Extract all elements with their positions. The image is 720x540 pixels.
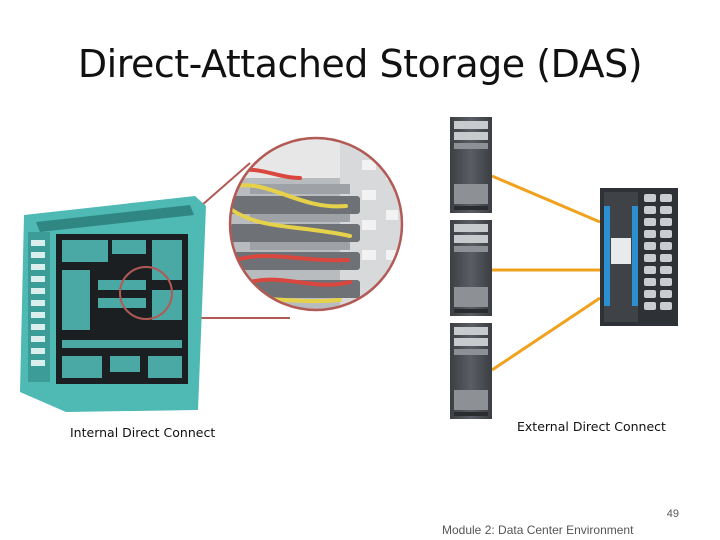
tower-pc-icon [20, 196, 206, 412]
zoom-source-circle [119, 266, 173, 320]
slide-footer: Module 2: Data Center Environment [442, 523, 634, 537]
direct-connect-cables [491, 174, 601, 372]
drive-bay-zoom [228, 136, 404, 312]
external-direct-connect-caption: External Direct Connect [517, 419, 666, 434]
page-number: 49 [666, 508, 679, 520]
rack-server-icon [450, 117, 492, 213]
storage-array-icon [600, 188, 678, 326]
rack-server-icon [450, 323, 492, 419]
slide-title: Direct-Attached Storage (DAS) [77, 42, 643, 86]
rack-server-icon [450, 220, 492, 316]
internal-direct-connect-caption: Internal Direct Connect [70, 425, 216, 440]
